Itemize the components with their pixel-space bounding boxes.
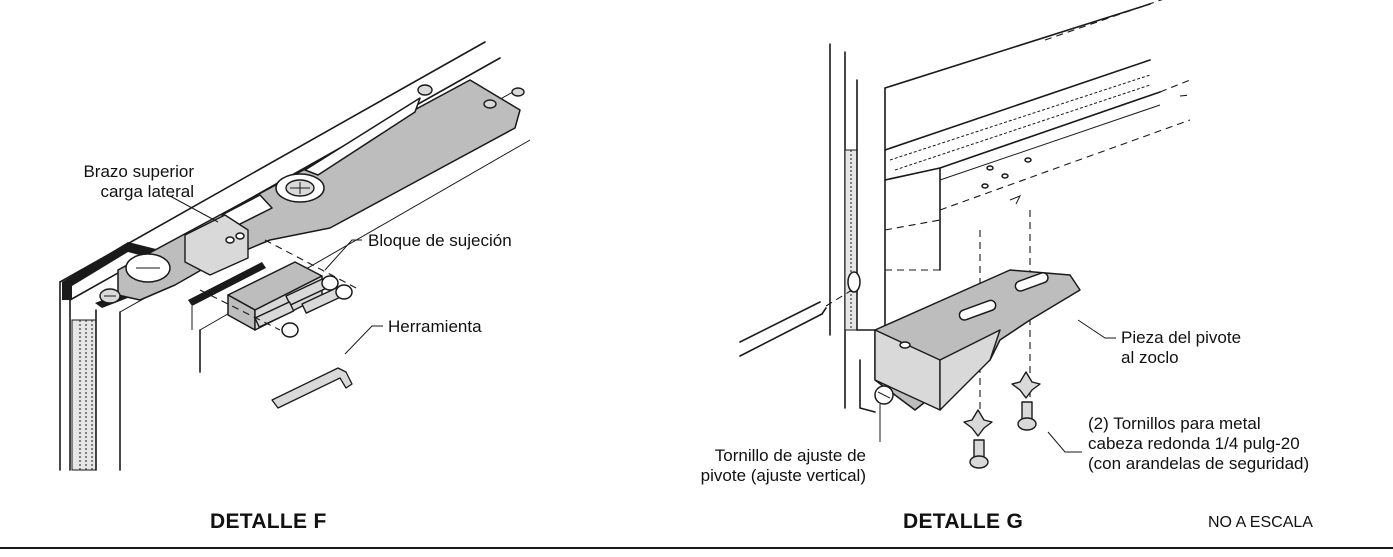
callout-screws: (2) Tornillos para metal cabeza redonda … bbox=[1088, 414, 1309, 474]
detail-f-drawing bbox=[59, 41, 531, 471]
callout-arm-line1: Brazo superior bbox=[83, 162, 194, 181]
scale-note: NO A ESCALA bbox=[1208, 514, 1313, 531]
callout-screws-line1: (2) Tornillos para metal bbox=[1088, 414, 1261, 433]
pivot-screws bbox=[963, 371, 1041, 469]
callout-adjust-screw: Tornillo de ajuste de pivote (ajuste ver… bbox=[690, 446, 866, 486]
clamp-screws bbox=[254, 275, 353, 338]
callout-pivot-piece-line2: al zoclo bbox=[1121, 348, 1179, 367]
detail-f-title: DETALLE F bbox=[210, 510, 327, 533]
callout-pivot-piece: Pieza del pivote al zoclo bbox=[1121, 328, 1241, 368]
callout-arm-line2: carga lateral bbox=[100, 182, 194, 201]
callout-screws-line2: cabeza redonda 1/4 pulg-20 bbox=[1088, 434, 1300, 453]
callout-adjust-screw-line2: pivote (ajuste vertical) bbox=[700, 466, 866, 485]
callout-tool: Herramienta bbox=[388, 317, 482, 336]
callout-adjust-screw-line1: Tornillo de ajuste de bbox=[714, 446, 866, 465]
callout-pivot-piece-line1: Pieza del pivote bbox=[1121, 328, 1242, 347]
detail-g-drawing bbox=[739, 0, 1191, 469]
callout-screws-line3: (con arandelas de seguridad) bbox=[1088, 454, 1310, 473]
callout-arm: Brazo superior carga lateral bbox=[16, 162, 194, 202]
detail-g-title: DETALLE G bbox=[903, 510, 1024, 533]
callout-block: Bloque de sujeción bbox=[368, 231, 512, 250]
